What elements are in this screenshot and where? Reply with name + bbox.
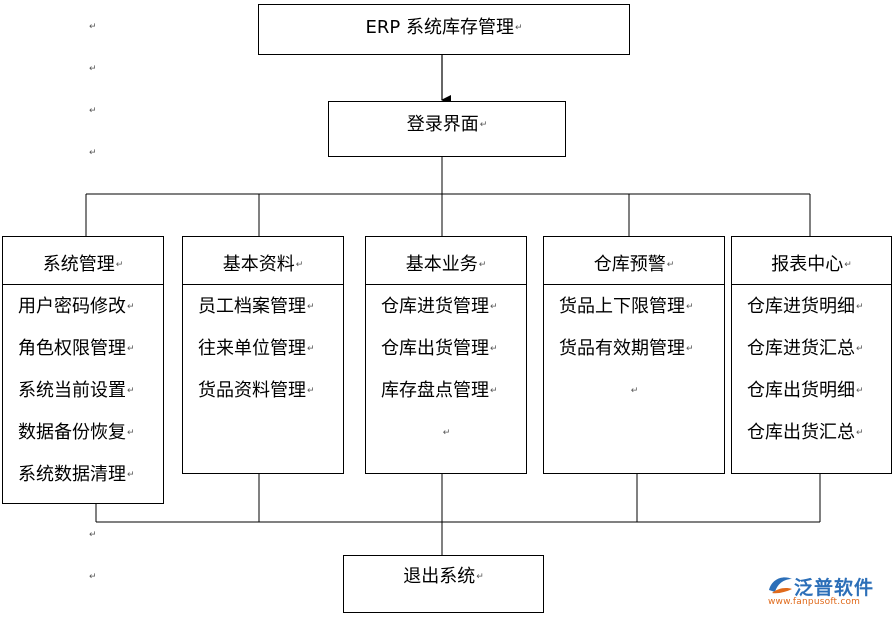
module-item: 库存盘点管理↵ xyxy=(381,380,498,401)
paragraph-mark: ↵ xyxy=(89,530,97,540)
paragraph-mark: ↵ xyxy=(844,260,852,270)
empty-line: ↵ xyxy=(630,386,639,396)
module-basic-business: 基本业务↵ 仓库进货管理↵ 仓库出货管理↵ 库存盘点管理↵ ↵ xyxy=(365,236,527,474)
module-title: 仓库预警 xyxy=(593,254,666,275)
node-login: 登录界面↵ xyxy=(328,101,566,157)
module-item: 用户密码修改↵ xyxy=(18,296,135,317)
module-item: 系统数据清理↵ xyxy=(18,464,135,485)
paragraph-mark: ↵ xyxy=(479,120,488,130)
module-item: 往来单位管理↵ xyxy=(198,338,315,359)
module-report-center: 报表中心↵ 仓库进货明细↵ 仓库进货汇总↵ 仓库出货明细↵ 仓库出货汇总↵ xyxy=(731,236,892,474)
module-item: 角色权限管理↵ xyxy=(18,338,135,359)
module-item: 仓库进货明细↵ xyxy=(747,296,864,317)
module-item: 货品有效期管理↵ xyxy=(559,338,694,359)
module-item: 仓库出货管理↵ xyxy=(381,338,498,359)
module-system-management: 系统管理↵ 用户密码修改↵ 角色权限管理↵ 系统当前设置↵ 数据备份恢复↵ 系统… xyxy=(2,236,164,504)
module-title: 基本资料 xyxy=(222,254,295,275)
module-item: 货品上下限管理↵ xyxy=(559,296,694,317)
module-item: 数据备份恢复↵ xyxy=(18,422,135,443)
empty-line: ↵ xyxy=(442,428,451,438)
module-title: 基本业务 xyxy=(405,254,478,275)
module-item: 货品资料管理↵ xyxy=(198,380,315,401)
module-item: 仓库进货管理↵ xyxy=(381,296,498,317)
paragraph-mark: ↵ xyxy=(115,260,124,270)
module-item: 员工档案管理↵ xyxy=(198,296,315,317)
node-erp-title-text: ERP 系统库存管理 xyxy=(365,17,514,38)
fanpu-logo: 泛普软件 www.fanpusoft.com xyxy=(764,573,890,613)
paragraph-mark: ↵ xyxy=(89,64,97,74)
module-item: 仓库出货汇总↵ xyxy=(747,422,864,443)
paragraph-mark: ↵ xyxy=(514,23,523,33)
node-exit-text: 退出系统 xyxy=(403,566,476,587)
module-title: 报表中心 xyxy=(771,254,844,275)
paragraph-mark: ↵ xyxy=(295,260,304,270)
fanpu-logo-icon xyxy=(769,577,792,594)
module-warehouse-alert: 仓库预警↵ 货品上下限管理↵ 货品有效期管理↵ ↵ xyxy=(543,236,725,474)
paragraph-mark: ↵ xyxy=(89,22,97,32)
paragraph-mark: ↵ xyxy=(89,106,97,116)
paragraph-mark: ↵ xyxy=(89,148,97,158)
paragraph-mark: ↵ xyxy=(89,572,97,582)
paragraph-mark: ↵ xyxy=(476,572,484,582)
node-login-text: 登录界面 xyxy=(406,114,479,135)
module-basic-data: 基本资料↵ 员工档案管理↵ 往来单位管理↵ 货品资料管理↵ xyxy=(182,236,344,474)
module-item: 仓库进货汇总↵ xyxy=(747,338,864,359)
paragraph-mark: ↵ xyxy=(478,260,487,270)
module-item: 系统当前设置↵ xyxy=(18,380,135,401)
node-erp-title: ERP 系统库存管理↵ xyxy=(258,4,630,55)
logo-name: 泛普软件 xyxy=(794,577,875,599)
paragraph-mark: ↵ xyxy=(666,260,675,270)
logo-url: www.fanpusoft.com xyxy=(768,597,861,607)
node-exit: 退出系统↵ xyxy=(343,555,544,613)
module-item: 仓库出货明细↵ xyxy=(747,380,864,401)
module-title: 系统管理 xyxy=(42,254,115,275)
